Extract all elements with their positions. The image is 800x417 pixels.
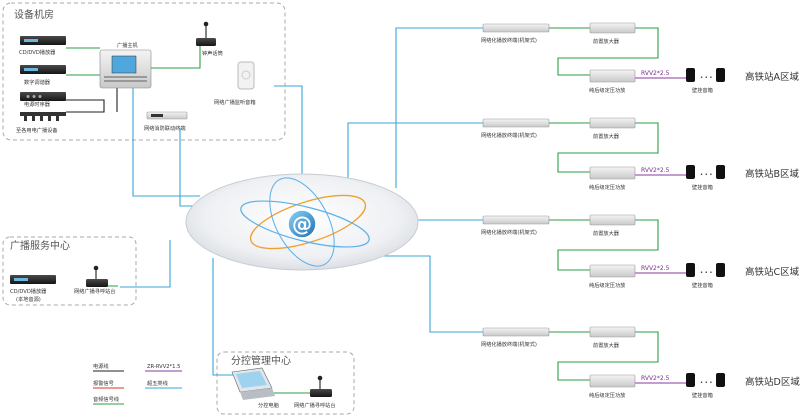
cd-dvd-player-device bbox=[20, 36, 66, 45]
zone-c-preamp-device bbox=[589, 214, 636, 226]
zone-d-terminal-label: 网络化播放终端(机架式) bbox=[481, 340, 537, 348]
fire-linkage-terminal-device bbox=[146, 111, 188, 120]
zone-c-terminal-label: 网络化播放终端(机架式) bbox=[481, 228, 537, 236]
zone-c-dots: • • • bbox=[700, 270, 712, 276]
zone-d-speaker-label: 壁挂音箱 bbox=[692, 391, 713, 399]
digital-tuner-device bbox=[20, 65, 66, 74]
zone-c-preamp-label: 前置放大器 bbox=[593, 229, 620, 237]
zone-b-terminal-device bbox=[482, 118, 550, 128]
digital-tuner-label: 数字调谐器 bbox=[24, 78, 51, 86]
branch-paging-station-label: 网络广播寻呼站台 bbox=[294, 401, 336, 409]
network-monitor-speaker-label: 网络广播监听音箱 bbox=[214, 98, 256, 106]
bell-paging-label: 钟声话筒 bbox=[202, 49, 223, 57]
branch-pc-device bbox=[231, 367, 275, 400]
equipment-room-title: 设备机房 bbox=[14, 8, 54, 21]
zone-c-cable-label: RVV2*2.5 bbox=[641, 265, 670, 272]
zone-c-name: 高铁站C区域 bbox=[745, 266, 800, 278]
zone-d-preamp-device bbox=[589, 326, 636, 338]
zone-b-name: 高铁站B区域 bbox=[745, 168, 800, 180]
legend-power-label: 电源线 bbox=[93, 362, 109, 370]
legend-network-label: 超五类线 bbox=[147, 379, 168, 387]
zone-a-name: 高铁站A区域 bbox=[745, 71, 799, 83]
fire-linkage-terminal-label: 网络消防联动终端 bbox=[144, 124, 186, 132]
zone-c-terminal-device bbox=[482, 215, 550, 225]
zone-c-amplifier-device bbox=[589, 264, 636, 278]
legend-alarm-label: 报警信号 bbox=[93, 379, 114, 387]
branch-paging-station-device bbox=[310, 375, 332, 397]
zone-b-terminal-label: 网络化播放终端(机架式) bbox=[481, 131, 537, 139]
network-cloud bbox=[185, 173, 419, 271]
zone-a-cable-label: RVV2*2.5 bbox=[641, 70, 670, 77]
zone-c: 网络化播放终端(机架式) 前置放大器 纯后级定压功放 RVV2*2.5 • • … bbox=[481, 214, 800, 289]
branch-pc-label: 分控电脑 bbox=[258, 401, 279, 409]
legend-speaker-label: ZR-RVV2*1.5 bbox=[147, 364, 180, 370]
zone-a-speaker-left-icon bbox=[686, 68, 695, 82]
zone-c-amplifier-label: 纯后级定压功放 bbox=[589, 281, 626, 289]
service-cd-player-label: CD/DVD播放器 bbox=[10, 287, 47, 295]
power-strip-device bbox=[20, 112, 66, 121]
speaker-lines bbox=[635, 77, 686, 384]
zone-b-preamp-label: 前置放大器 bbox=[593, 132, 620, 140]
zone-a-preamp-label: 前置放大器 bbox=[593, 37, 620, 45]
zone-d-cable-label: RVV2*2.5 bbox=[641, 375, 670, 382]
zone-b-amplifier-label: 纯后级定压功放 bbox=[589, 183, 626, 191]
zone-b-preamp-device bbox=[589, 117, 636, 129]
at-sign-icon: @ bbox=[292, 212, 312, 236]
zone-d-speaker-left-icon bbox=[686, 373, 695, 387]
zone-d-amplifier-label: 纯后级定压功放 bbox=[589, 391, 626, 399]
zone-d-amplifier-device bbox=[589, 374, 636, 388]
zone-a: 网络化播放终端(机架式) 前置放大器 纯后级定压功放 RVV2*2.5 • • … bbox=[481, 22, 799, 94]
broadcast-host-device bbox=[99, 49, 152, 89]
audio-lines bbox=[66, 27, 659, 394]
paging-station-label: 网络广播寻呼站台 bbox=[74, 287, 116, 295]
zone-b-amplifier-device bbox=[589, 166, 636, 180]
broadcast-service-box bbox=[2, 236, 137, 306]
power-sequencer-label: 电源时序器 bbox=[24, 100, 51, 108]
zone-a-amplifier-device bbox=[589, 69, 636, 83]
zone-a-amplifier-label: 纯后级定压功放 bbox=[589, 86, 626, 94]
zone-d: 网络化播放终端(机架式) 前置放大器 纯后级定压功放 RVV2*2.5 • • … bbox=[481, 326, 800, 399]
zone-d-speaker-right-icon bbox=[716, 373, 725, 387]
zone-c-speaker-label: 壁挂音箱 bbox=[692, 281, 713, 289]
service-cd-player-device bbox=[10, 275, 56, 284]
cd-dvd-player-label: CD/DVD播放器 bbox=[19, 48, 56, 56]
zone-b: 网络化播放终端(机架式) 前置放大器 纯后级定压功放 RVV2*2.5 • • … bbox=[481, 117, 800, 191]
zone-a-terminal-device bbox=[482, 23, 550, 33]
broadcast-host-label: 广播主机 bbox=[117, 41, 139, 49]
zone-c-speaker-left-icon bbox=[686, 263, 695, 277]
branch-management-title: 分控管理中心 bbox=[231, 354, 291, 367]
legend: 电源线 ZR-RVV2*1.5 报警信号 超五类线 音频信号线 bbox=[93, 362, 182, 405]
branch-management-box bbox=[216, 351, 355, 415]
zone-a-speaker-right-icon bbox=[716, 68, 725, 82]
zone-b-speaker-label: 壁挂音箱 bbox=[692, 183, 713, 191]
zone-d-dots: • • • bbox=[700, 380, 712, 386]
equipment-room-box bbox=[2, 2, 286, 141]
zone-b-speaker-left-icon bbox=[686, 165, 695, 179]
zone-a-terminal-label: 网络化播放终端(机架式) bbox=[481, 36, 537, 44]
zone-b-dots: • • • bbox=[700, 172, 712, 178]
zone-d-name: 高铁站D区域 bbox=[745, 376, 800, 388]
zone-b-cable-label: RVV2*2.5 bbox=[641, 167, 670, 174]
zone-c-speaker-right-icon bbox=[716, 263, 725, 277]
legend-audio-label: 音频信号线 bbox=[93, 395, 119, 403]
power-broadcast-equipment-label: 至各用电广播设备 bbox=[16, 126, 58, 134]
bell-paging-microphone-device bbox=[196, 21, 216, 46]
zone-a-preamp-device bbox=[589, 22, 636, 34]
zone-b-speaker-right-icon bbox=[716, 165, 725, 179]
power-lines bbox=[66, 88, 118, 113]
broadcast-service-title: 广播服务中心 bbox=[10, 239, 70, 252]
paging-station-device bbox=[86, 265, 108, 287]
zone-a-speaker-label: 壁挂音箱 bbox=[692, 86, 713, 94]
zone-d-terminal-device bbox=[482, 327, 550, 337]
network-monitor-speaker-device bbox=[237, 61, 255, 90]
power-sequencer-device bbox=[20, 92, 66, 101]
zone-d-preamp-label: 前置放大器 bbox=[593, 341, 620, 349]
zone-a-dots: • • • bbox=[700, 75, 712, 81]
local-source-label: (本地音源) bbox=[16, 295, 41, 303]
